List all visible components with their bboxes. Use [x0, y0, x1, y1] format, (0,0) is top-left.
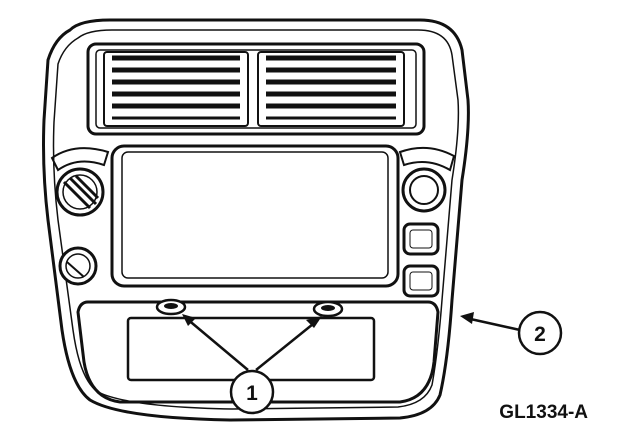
- callout-2-leader: [466, 318, 520, 330]
- left-air-vent: [104, 52, 248, 126]
- right-screw-icon: [314, 302, 342, 316]
- right-upper-button-inner: [410, 230, 432, 248]
- lower-compartment-outline: [78, 302, 438, 402]
- callout-1-number: 1: [246, 382, 258, 405]
- right-lower-button-inner: [410, 272, 432, 290]
- callout-2-circle: [519, 312, 561, 354]
- callout-1-circle: [231, 371, 273, 413]
- bezel-inner-outline: [54, 30, 459, 409]
- callout-2-number: 2: [534, 323, 546, 346]
- callout-2-arrowhead: [460, 312, 474, 324]
- callout-1-arrowhead-left: [182, 314, 196, 326]
- right-lower-button: [404, 266, 438, 296]
- right-bracket: [400, 148, 454, 170]
- right-knob-icon: [403, 169, 445, 211]
- left-lower-knob-icon: [60, 248, 96, 284]
- left-upper-knob-icon: [57, 169, 103, 215]
- left-bracket: [52, 148, 108, 170]
- center-display-inner: [122, 152, 388, 278]
- bezel-outer-outline: [44, 20, 469, 420]
- callout-1-arrowhead-right: [306, 316, 322, 328]
- callout-1-leader-right: [256, 320, 318, 370]
- right-air-vent: [258, 52, 404, 126]
- center-display-opening: [112, 146, 398, 286]
- left-screw-icon: [157, 300, 185, 314]
- vent-housing: [88, 44, 424, 134]
- figure-code-label: GL1334-A: [499, 402, 588, 423]
- vent-housing-inner: [96, 50, 416, 128]
- right-upper-button: [404, 224, 438, 254]
- callout-1-leader-left: [186, 318, 248, 370]
